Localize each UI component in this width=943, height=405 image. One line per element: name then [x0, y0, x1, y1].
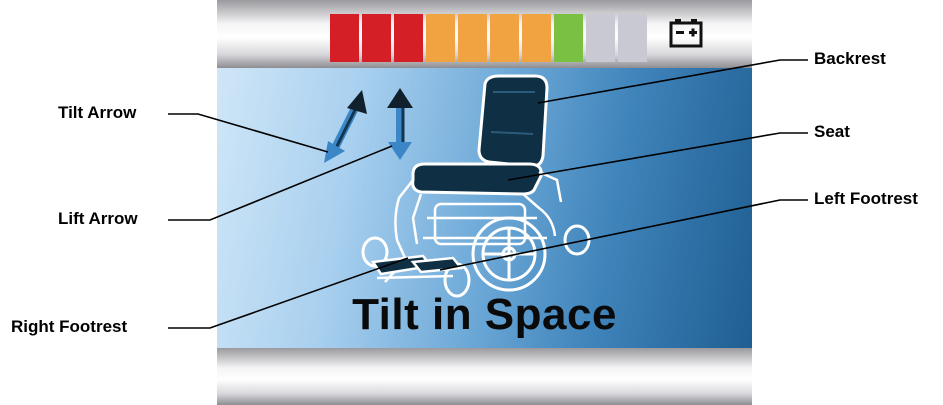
seat-callout: Seat: [814, 122, 850, 142]
tilt-arrow-callout: Tilt Arrow: [58, 103, 136, 123]
leader-lift-arrow: [168, 146, 392, 220]
leader-left-footrest: [440, 200, 808, 270]
leader-backrest: [538, 60, 808, 103]
leader-right-footrest: [168, 258, 408, 328]
lift-arrow-callout: Lift Arrow: [58, 209, 138, 229]
left-footrest-callout: Left Footrest: [814, 189, 918, 209]
leader-seat: [508, 133, 808, 180]
leader-tilt-arrow: [168, 114, 328, 152]
backrest-callout: Backrest: [814, 49, 886, 69]
right-footrest-callout: Right Footrest: [11, 317, 127, 337]
